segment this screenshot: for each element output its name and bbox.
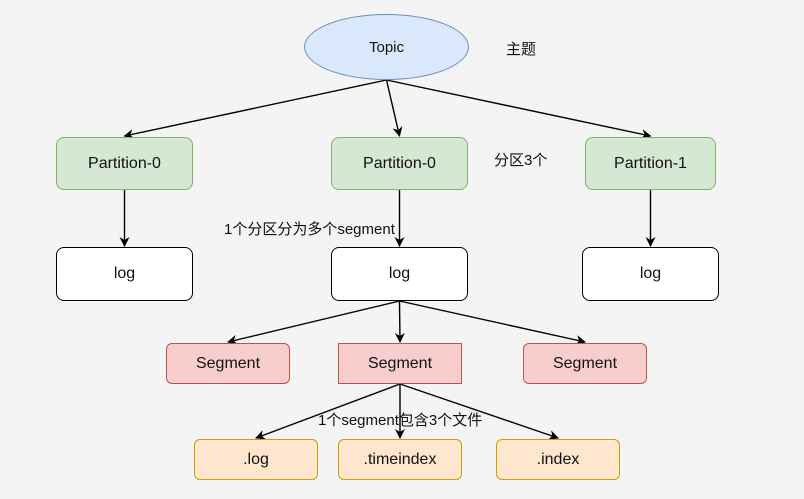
- topic-label: Topic: [368, 38, 405, 56]
- edge-topic-to-partition_left: [123, 79, 387, 140]
- log-left-label: log: [113, 265, 136, 282]
- segment-node-left[interactable]: Segment: [166, 343, 290, 384]
- file-node-index[interactable]: .index: [496, 439, 620, 480]
- file-log-label: .log: [243, 450, 269, 468]
- segment-node-right[interactable]: Segment: [523, 343, 647, 384]
- log-node-left[interactable]: log: [56, 247, 193, 301]
- topic-node[interactable]: Topic: [304, 14, 469, 80]
- segment-right-label: Segment: [552, 354, 618, 372]
- file-timeindex-label: .timeindex: [363, 450, 437, 468]
- edge-segment_middle-to-file_log: [255, 383, 401, 440]
- partition-left-label: Partition-0: [88, 154, 161, 172]
- segment-node-middle[interactable]: Segment: [338, 343, 462, 384]
- partition-node-middle[interactable]: Partition-0: [331, 137, 468, 190]
- partition-middle-label: Partition-0: [363, 154, 436, 172]
- partition-node-left[interactable]: Partition-0: [56, 137, 193, 190]
- edge-segment_middle-to-file_index: [399, 383, 559, 440]
- edge-log_middle-to-segment_middle: [394, 300, 405, 343]
- partition-node-right[interactable]: Partition-1: [585, 137, 716, 190]
- segment-files-annotation: 1个segment包含3个文件: [318, 412, 483, 429]
- edge-topic-to-partition_middle: [385, 79, 403, 137]
- log-right-label: log: [639, 265, 662, 282]
- edge-topic-to-partition_right: [386, 79, 652, 140]
- segment-split-annotation: 1个分区分为多个segment: [224, 221, 395, 238]
- file-index-label: .index: [536, 450, 580, 468]
- partition-count-annotation: 分区3个: [494, 152, 548, 169]
- partition-right-label: Partition-1: [614, 154, 687, 172]
- file-node-log[interactable]: .log: [194, 439, 318, 480]
- edge-log_middle-to-segment_left: [227, 300, 400, 345]
- log-middle-label: log: [388, 265, 411, 282]
- log-node-right[interactable]: log: [582, 247, 719, 301]
- segment-left-label: Segment: [195, 354, 261, 372]
- edge-log_middle-to-segment_right: [399, 300, 586, 345]
- segment-middle-label: Segment: [367, 354, 433, 372]
- file-node-timeindex[interactable]: .timeindex: [338, 439, 462, 480]
- log-node-middle[interactable]: log: [331, 247, 468, 301]
- topic-annotation: 主题: [506, 41, 537, 58]
